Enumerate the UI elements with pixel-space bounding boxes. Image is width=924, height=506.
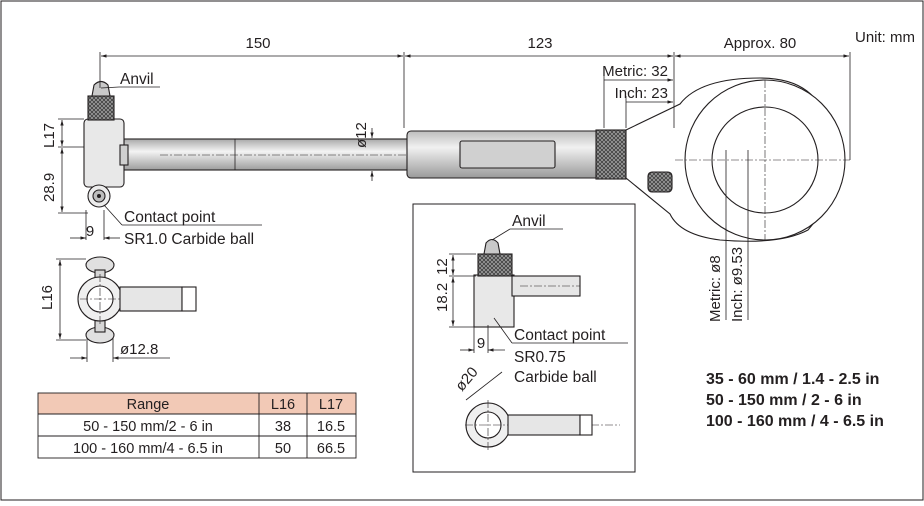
dim-inch-dia-9-53: Inch: ø9.53 <box>729 247 746 322</box>
detail-dim-9: 9 <box>477 335 485 352</box>
table-row-2-l17: 66.5 <box>317 441 345 457</box>
side-view <box>56 256 197 362</box>
main-dimensions <box>58 52 851 320</box>
detail-dim-12: 12 <box>434 258 451 275</box>
detail-sr-label: SR0.75 <box>514 349 566 366</box>
table-row-2-l16: 50 <box>275 441 291 457</box>
detail-head <box>449 228 628 353</box>
detail-dim-18-2: 18.2 <box>434 283 451 312</box>
detail-anvil-label: Anvil <box>512 213 546 230</box>
detail-top-view <box>465 371 620 450</box>
range-line-1: 35 - 60 mm / 1.4 - 2.5 in <box>706 371 879 388</box>
table-header-l16: L16 <box>271 397 295 413</box>
dim-l16: L16 <box>39 285 56 310</box>
dim-approx-80: Approx. 80 <box>724 35 797 52</box>
table-header-bg <box>38 393 356 414</box>
table-row-1-l16: 38 <box>275 419 291 435</box>
dim-9: 9 <box>86 223 94 240</box>
detail-carbide-label: Carbide ball <box>514 369 597 386</box>
table-row-2-range: 100 - 160 mm/4 - 6.5 in <box>73 441 223 457</box>
unit-label: Unit: mm <box>855 29 915 46</box>
spec-table: Range L16 L17 50 - 150 mm/2 - 6 in 38 16… <box>37 392 357 459</box>
dim-metric-32: Metric: 32 <box>602 63 668 80</box>
range-line-2: 50 - 150 mm / 2 - 6 in <box>706 392 862 409</box>
dim-inch-23: Inch: 23 <box>615 85 668 102</box>
table-header-l17: L17 <box>319 397 343 413</box>
table-row-1-l17: 16.5 <box>317 419 345 435</box>
table-row-1-range: 50 - 150 mm/2 - 6 in <box>83 419 213 435</box>
dim-150: 150 <box>245 35 270 52</box>
dim-28-9: 28.9 <box>41 173 58 202</box>
contact-point-label: Contact point <box>124 209 216 226</box>
range-line-3: 100 - 160 mm / 4 - 6.5 in <box>706 413 884 430</box>
dim-dia-12: ø12 <box>353 122 370 148</box>
carbide-ball-label: SR1.0 Carbide ball <box>124 231 254 248</box>
dim-dia-12-8: ø12.8 <box>120 341 158 358</box>
dim-l17: L17 <box>41 123 58 148</box>
main-gauge <box>83 77 850 242</box>
dim-metric-dia-8: Metric: ø8 <box>707 255 724 322</box>
anvil-label: Anvil <box>120 71 154 88</box>
detail-contact-point-label: Contact point <box>514 327 606 344</box>
dim-123: 123 <box>527 35 552 52</box>
table-header-range: Range <box>127 397 170 413</box>
